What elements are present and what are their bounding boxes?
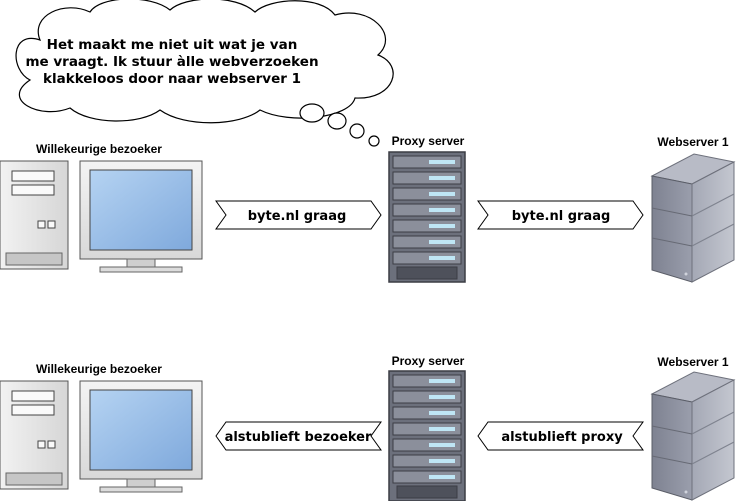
bubble-dot-large (299, 103, 325, 123)
bottom-arrow-response-to-proxy: alstublieft proxy (477, 421, 644, 451)
bubble-line-1: Het maakt me niet uit wat je van (47, 37, 298, 53)
top-desktop-computer-icon (0, 160, 203, 273)
top-arrow-request-to-proxy: byte.nl graag (215, 200, 382, 230)
top-arrow-request-to-webserver: byte.nl graag (477, 200, 644, 230)
bubble-dot-tiny (368, 135, 380, 147)
bubble-line-3: klakkeloos door naar webserver 1 (43, 71, 301, 87)
bottom-rack-server-icon (388, 370, 466, 501)
bottom-arrow-response-to-visitor: alstublieft bezoeker (215, 421, 382, 451)
top-webserver-label: Webserver 1 (657, 135, 728, 149)
bubble-dot-medium (327, 112, 347, 130)
top-proxy-label: Proxy server (392, 134, 465, 148)
top-tower-server-icon (651, 153, 735, 283)
top-arrow-right-text: byte.nl graag (512, 209, 611, 224)
bottom-desktop-computer-icon (0, 380, 203, 493)
bottom-tower-server-icon (651, 371, 735, 501)
thought-bubble: Het maakt me niet uit wat je van me vraa… (15, 0, 394, 147)
bubble-line-2: me vraagt. Ik stuur àlle webverzoeken (25, 54, 318, 70)
top-visitor-label: Willekeurige bezoeker (36, 142, 162, 156)
bubble-dot-small (349, 123, 365, 139)
bottom-proxy-label: Proxy server (392, 354, 465, 368)
bottom-visitor-label: Willekeurige bezoeker (36, 362, 162, 376)
top-rack-server-icon (388, 151, 466, 283)
top-arrow-left-text: byte.nl graag (248, 209, 347, 224)
bottom-arrow-right-text: alstublieft proxy (501, 430, 623, 445)
bottom-webserver-label: Webserver 1 (657, 355, 728, 369)
bottom-arrow-left-text: alstublieft bezoeker (225, 430, 372, 445)
